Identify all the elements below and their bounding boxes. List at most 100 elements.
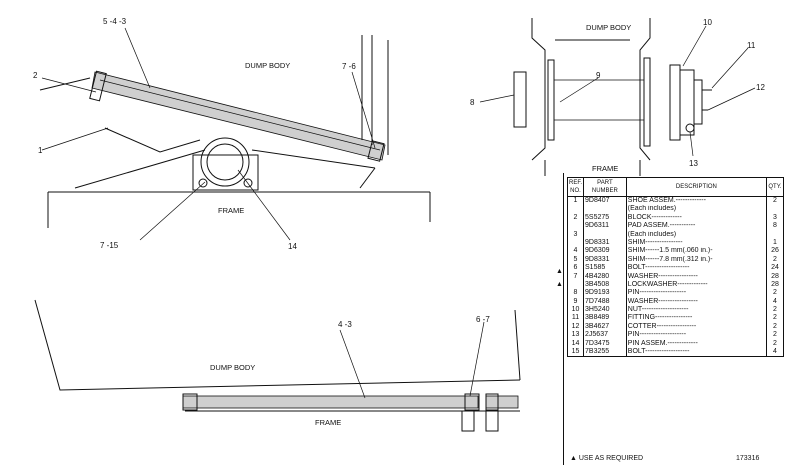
cell-desc: NUT-------------------- (626, 306, 768, 315)
dump-body-label-right: DUMP BODY (586, 23, 631, 32)
header-description: DESCRIPTION (625, 177, 768, 197)
cell-qty: 2 (766, 314, 784, 323)
shoe-assembly-flat (182, 395, 479, 409)
cell-part: 9D8331 (583, 255, 627, 265)
cell-part: 3H5240 (583, 306, 627, 315)
cell-ref: 7 (566, 272, 585, 281)
table-row: (Each includes) (566, 205, 784, 214)
top-left-view: 5 -4 -3 2 1 7 -6 7 -15 14 DUMP BODY FRAM… (33, 17, 431, 251)
cell-desc: PIN-------------------- (626, 289, 768, 298)
cell-desc: SHIM------7.8 mm(.312 in.)- (626, 255, 768, 265)
cell-desc: PAD ASSEM.----------- (626, 222, 768, 231)
use-as-required-note: ▲ USE AS REQUIRED (570, 455, 644, 462)
table-header-row: REF. NO. PART NUMBER DESCRIPTION QTY. (566, 177, 784, 197)
cell-qty: 28 (766, 280, 784, 290)
cell-part: 7B3255 (583, 348, 627, 358)
cell-part: 9D6311 (583, 222, 627, 231)
cell-part: 3B8489 (583, 314, 627, 323)
cell-desc: PIN ASSEM.------------- (626, 339, 768, 349)
cell-desc: BLOCK------------- (626, 213, 768, 223)
cell-qty: 26 (766, 247, 784, 256)
cell-desc: SHOE ASSEM.------------- (626, 196, 768, 206)
cell-qty: 2 (766, 306, 784, 315)
cell-part: 7D7488 (583, 297, 627, 307)
cell-ref: 3 (566, 230, 585, 239)
cell-qty: 2 (766, 322, 784, 332)
cell-part: 2J5637 (583, 331, 627, 340)
callout-14: 14 (288, 242, 297, 251)
cell-qty: 2 (766, 196, 784, 206)
cell-qty (766, 205, 784, 214)
frame-label: FRAME (218, 206, 244, 215)
cell-part: 3B4627 (583, 322, 627, 332)
cell-ref: 14 (566, 339, 585, 349)
callout-1: 1 (38, 146, 43, 155)
callout-5-4-3: 5 -4 -3 (103, 17, 127, 26)
cell-ref: 4 (566, 247, 585, 256)
cell-part: 5S5275 (583, 213, 627, 223)
callout-10: 10 (703, 18, 712, 27)
shoe-assembly-angled (91, 71, 386, 161)
cell-desc: (Each includes) (626, 205, 768, 214)
cell-ref: 6 (566, 264, 585, 273)
cell-part: 7D3475 (583, 339, 627, 349)
table-row: 3 (Each includes) (566, 230, 784, 239)
use-as-required-mark: ▲ (556, 268, 563, 275)
cell-qty: 2 (766, 255, 784, 265)
cell-ref: 12 (566, 322, 585, 332)
cell-ref (566, 238, 585, 248)
callout-7-6: 7 -6 (342, 62, 356, 71)
callout-8: 8 (470, 98, 475, 107)
cell-part: 9D8407 (583, 196, 627, 206)
callout-9: 9 (596, 71, 601, 80)
cell-qty (766, 230, 784, 239)
cell-desc: SHIM------1.5 mm(.060 in.)- (626, 247, 768, 256)
cell-desc: WASHER----------------- (626, 297, 768, 307)
cell-desc: BOLT------------------- (626, 264, 768, 273)
cell-ref: 11 (566, 314, 585, 323)
cell-desc: PIN-------------------- (626, 331, 768, 340)
header-ref: REF. NO. (566, 177, 585, 197)
cell-ref (566, 222, 585, 231)
cell-desc: WASHER----------------- (626, 272, 768, 281)
dump-body-label: DUMP BODY (245, 61, 290, 70)
cell-ref: 13 (566, 331, 585, 340)
header-qty: QTY. (766, 177, 784, 197)
cell-ref: 2 (566, 213, 585, 223)
cell-ref: 5 (566, 255, 585, 265)
callout-12: 12 (756, 83, 765, 92)
frame-label-right: FRAME (592, 164, 618, 173)
callout-7-15: 7 -15 (100, 241, 119, 250)
cell-qty: 2 (766, 331, 784, 340)
dump-body-label-bottom: DUMP BODY (210, 363, 255, 372)
callout-4-3: 4 -3 (338, 320, 352, 329)
cell-qty: 4 (766, 297, 784, 307)
cell-desc: BOLT------------------- (626, 348, 768, 358)
cell-ref (566, 280, 585, 290)
cell-ref: 1 (566, 196, 585, 206)
cell-part (583, 230, 627, 239)
cell-qty: 3 (766, 213, 784, 223)
table-frame (563, 173, 789, 465)
cell-desc: (Each includes) (626, 230, 768, 239)
cell-part: 9D9193 (583, 289, 627, 298)
callout-13: 13 (689, 159, 698, 168)
cell-qty: 4 (766, 348, 784, 358)
cell-desc: LOCKWASHER------------- (626, 280, 768, 290)
frame-label-bottom: FRAME (315, 418, 341, 427)
bottom-view: 4 -3 6 -7 DUMP BODY FRAME (34, 299, 521, 432)
